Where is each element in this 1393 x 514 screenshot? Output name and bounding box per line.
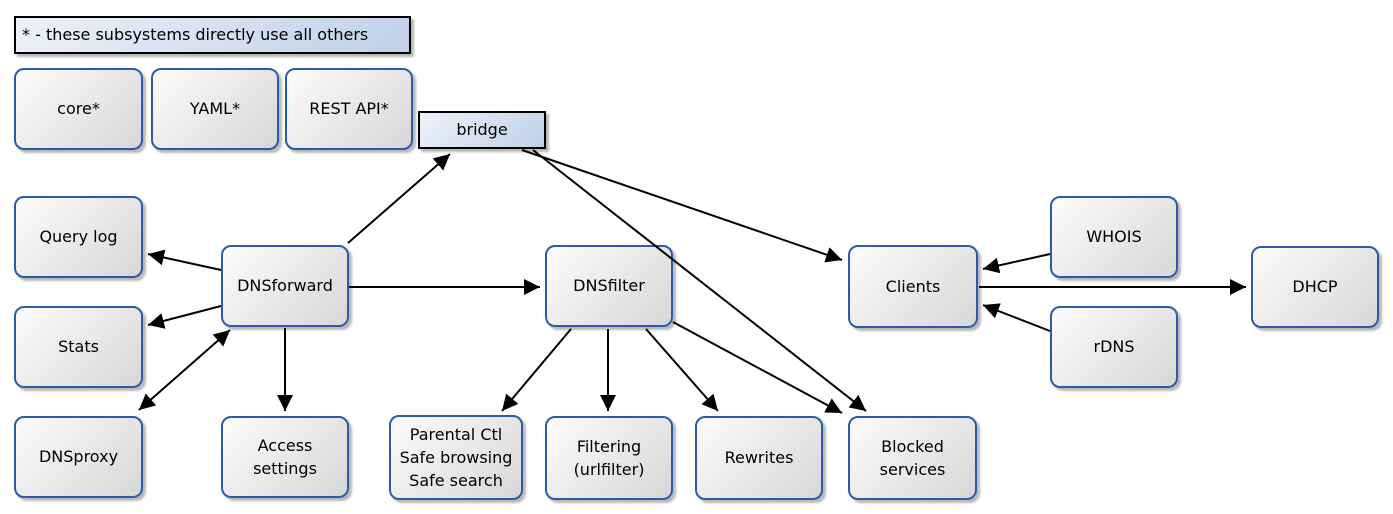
node-dhcp-label: DHCP (1292, 277, 1338, 297)
node-parental-ctl-label: Parental Ctl Safe browsing Safe search (399, 424, 513, 491)
arrow-dnsforward-to-stats (147, 305, 222, 329)
arrow-dnsforward-to-query-log (147, 249, 222, 271)
node-bridge: bridge (418, 111, 546, 149)
arrow-dnsforward-dnsproxy-bidirectional (138, 329, 231, 411)
node-stats: Stats (14, 306, 143, 388)
node-rewrites-label: Rewrites (724, 448, 794, 468)
node-access-settings: Access settings (221, 416, 349, 498)
node-dnsproxy: DNSproxy (14, 416, 143, 498)
node-whois: WHOIS (1050, 196, 1178, 278)
node-access-settings-label: Access settings (253, 435, 317, 478)
node-dnsfilter: DNSfilter (545, 245, 673, 327)
legend-text: * - these subsystems directly use all ot… (22, 25, 369, 45)
node-whois-label: WHOIS (1086, 227, 1142, 247)
arrow-rdns-to-clients (982, 303, 1051, 332)
node-rdns-label: rDNS (1093, 337, 1135, 357)
node-rest-api-label: REST API* (309, 99, 389, 119)
node-query-log-label: Query log (39, 227, 118, 247)
arrow-dnsfilter-to-parental-ctl (501, 328, 572, 412)
node-clients-label: Clients (885, 276, 941, 296)
node-clients: Clients (848, 245, 978, 328)
node-dnsforward: DNSforward (221, 245, 349, 327)
node-dhcp: DHCP (1251, 246, 1379, 328)
node-parental-ctl: Parental Ctl Safe browsing Safe search (389, 415, 523, 500)
node-bridge-label: bridge (456, 120, 508, 140)
node-rest-api: REST API* (285, 68, 413, 150)
node-core-label: core* (57, 99, 100, 119)
node-yaml-label: YAML* (189, 99, 241, 119)
node-dnsproxy-label: DNSproxy (38, 447, 119, 467)
arrow-dnsfilter-to-rewrites (645, 328, 719, 412)
arrow-whois-to-clients (982, 253, 1051, 274)
node-rdns: rDNS (1050, 306, 1178, 388)
node-filtering-label: Filtering (urlfilter) (573, 436, 645, 479)
node-core: core* (14, 68, 143, 150)
arrow-dnsforward-to-bridge (347, 153, 451, 244)
node-dnsfilter-label: DNSfilter (573, 276, 645, 296)
node-filtering: Filtering (urlfilter) (545, 416, 673, 500)
arrow-dnsfilter-to-blocked-services (672, 321, 843, 414)
node-blocked-services: Blocked services (848, 416, 977, 500)
legend-box: * - these subsystems directly use all ot… (14, 16, 411, 54)
node-yaml: YAML* (151, 68, 279, 150)
node-blocked-services-label: Blocked services (879, 436, 946, 479)
arrow-bridge-to-clients (521, 149, 843, 263)
node-dnsforward-label: DNSforward (237, 276, 333, 296)
node-query-log: Query log (14, 196, 143, 278)
node-stats-label: Stats (58, 337, 99, 357)
node-rewrites: Rewrites (695, 416, 823, 500)
